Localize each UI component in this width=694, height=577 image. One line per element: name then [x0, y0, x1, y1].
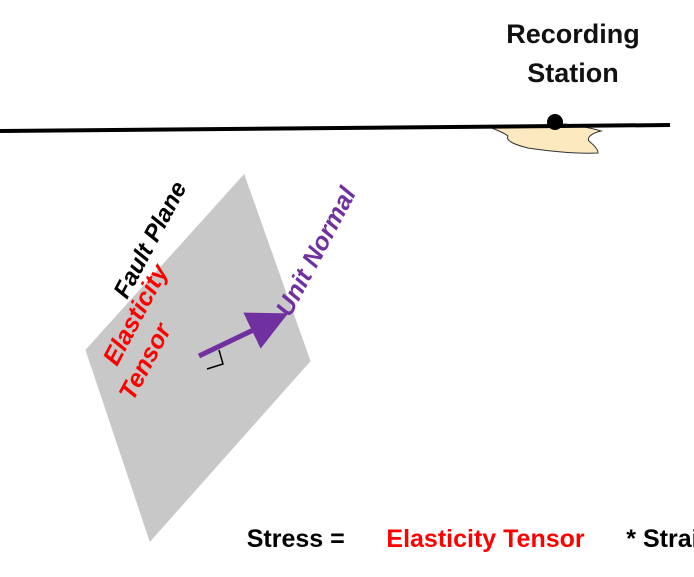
- station-label-line2: Station: [527, 58, 619, 88]
- unit-normal-arrow: [197, 312, 289, 359]
- right-angle-marker: [206, 349, 224, 370]
- stress-equation: Stress = Elasticity Tensor * Strain: [212, 525, 694, 553]
- equation-lhs: Stress =: [247, 525, 352, 553]
- equation-rhs: * Strain: [619, 525, 694, 553]
- fault-plane: [85, 174, 311, 542]
- station-marker: [547, 114, 563, 130]
- equation-tensor: Elasticity Tensor: [386, 525, 584, 553]
- unit-normal-label: Unit Normal: [271, 182, 363, 321]
- station-label-line1: Recording: [506, 19, 640, 49]
